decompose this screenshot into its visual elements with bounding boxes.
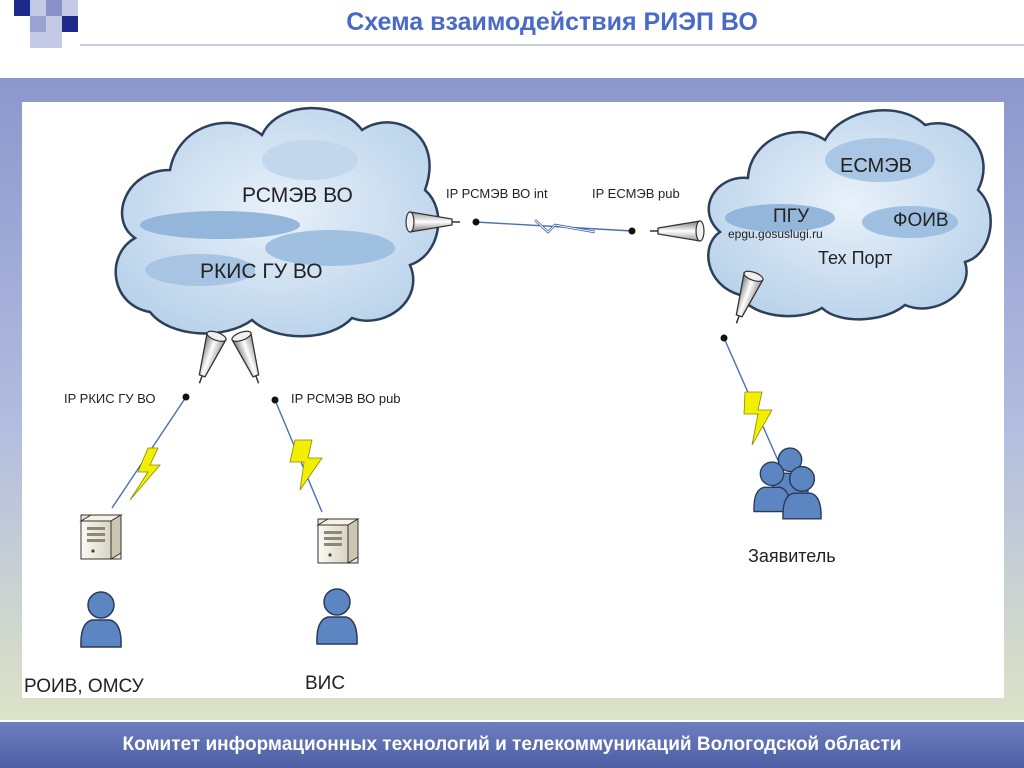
right-cloud-label-esmev: ЕСМЭВ (840, 155, 912, 177)
link-label-rsmev-pub: IP РСМЭВ ВО pub (291, 391, 401, 406)
left-cloud-label-rsmev: РСМЭВ ВО (242, 184, 353, 207)
antenna-icon (189, 328, 229, 388)
left-cloud: РСМЭВ ВО РКИС ГУ ВО (114, 106, 440, 338)
node-label-roiv: РОИВ, ОМСУ (24, 676, 145, 697)
users-group-icon (753, 447, 822, 520)
link-label-rkis-gu: IP РКИС ГУ ВО (64, 391, 156, 406)
right-cloud-label-techport: Тех Порт (818, 248, 892, 268)
connection-points (182, 218, 728, 404)
link-label-esmev-pub: IP ЕСМЭВ pub (592, 186, 680, 201)
antenna-icon (649, 220, 705, 242)
logo-squares-icon (14, 0, 78, 48)
node-label-vis: ВИС (305, 673, 345, 694)
server-icon (80, 514, 122, 560)
user-icon (80, 591, 122, 648)
lightning-bolts (129, 219, 773, 501)
antenna-icon (229, 328, 269, 388)
left-cloud-label-rkis: РКИС ГУ ВО (200, 260, 323, 283)
header: Схема взаимодействия РИЭП ВО (0, 0, 1024, 78)
right-cloud: ЕСМЭВ ПГУ epgu.gosuslugi.ru ФОИВ Тех Пор… (707, 109, 992, 321)
right-cloud-label-pgu: ПГУ (773, 206, 810, 227)
footer: Комитет информационных технологий и теле… (0, 722, 1024, 768)
server-icon (317, 518, 359, 564)
footer-text: Комитет информационных технологий и теле… (122, 734, 902, 755)
title-divider (80, 44, 1024, 46)
right-cloud-label-foiv: ФОИВ (893, 210, 949, 231)
node-label-applicant: Заявитель (748, 546, 836, 566)
link-label-rsmev-int: IP РСМЭВ ВО int (446, 186, 548, 201)
user-icon (316, 588, 358, 645)
right-cloud-label-url: epgu.gosuslugi.ru (728, 227, 823, 241)
page-title: Схема взаимодействия РИЭП ВО (346, 8, 758, 36)
